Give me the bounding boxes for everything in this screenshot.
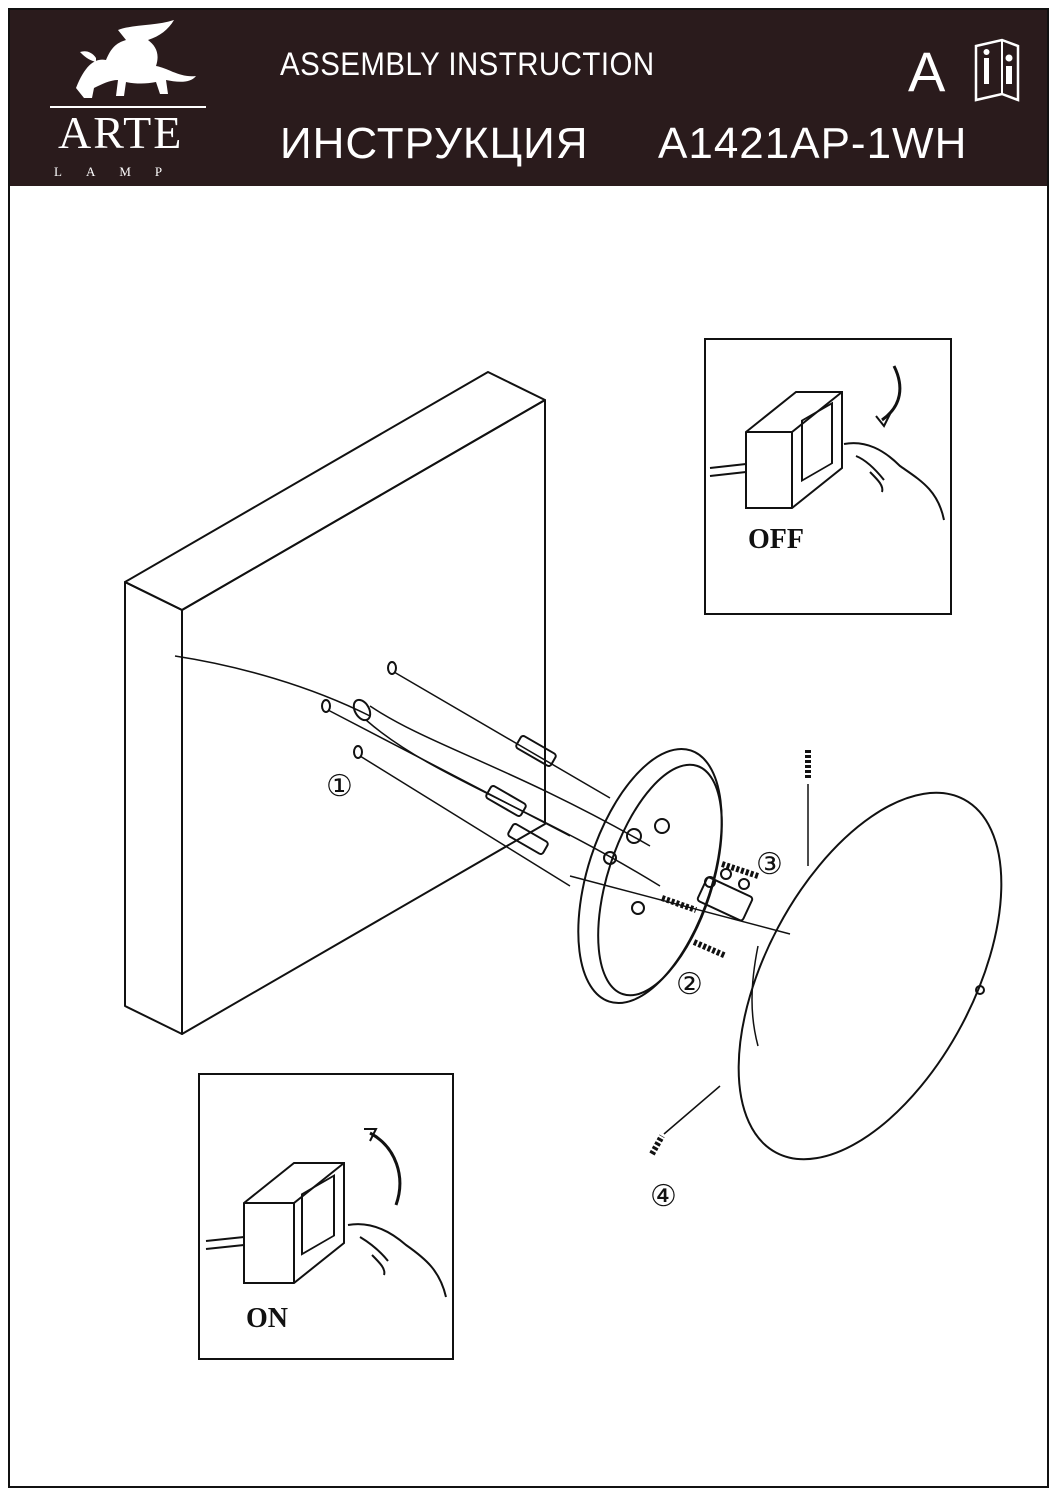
assembly-diagram	[124, 371, 1003, 1161]
switch-off-panel: OFF	[704, 338, 952, 615]
off-label: OFF	[748, 524, 804, 555]
logo-rule	[50, 106, 206, 108]
language-letter: A	[908, 40, 946, 103]
header-bar: ARTE LAMP ASSEMBLY INSTRUCTION ИНСТРУКЦИ…	[10, 10, 1047, 186]
page-frame	[8, 8, 1049, 1488]
switch-on-panel: ON	[198, 1073, 454, 1360]
title-english: ASSEMBLY INSTRUCTION	[280, 46, 655, 82]
wall-front	[181, 399, 546, 1035]
switch-off-illustration	[709, 365, 945, 521]
title-russian: ИНСТРУКЦИЯ	[280, 119, 589, 168]
griffin-icon	[76, 20, 196, 98]
on-label: ON	[246, 1303, 288, 1334]
arte-lamp-logo: ARTE LAMP	[40, 18, 220, 183]
step-2-callout: ②	[676, 967, 703, 1002]
step-3-callout: ③	[756, 847, 783, 882]
logo-sub: LAMP	[54, 164, 187, 179]
step-4-callout: ④	[650, 1179, 677, 1214]
step-1-callout: ①	[326, 769, 353, 804]
logo-brand: ARTE	[58, 107, 184, 158]
book-info-icon	[974, 38, 1020, 102]
model-number: A1421AP-1WH	[658, 119, 968, 168]
switch-on-illustration	[205, 1128, 447, 1298]
wall-top	[124, 371, 546, 611]
wall-side	[124, 581, 183, 1035]
